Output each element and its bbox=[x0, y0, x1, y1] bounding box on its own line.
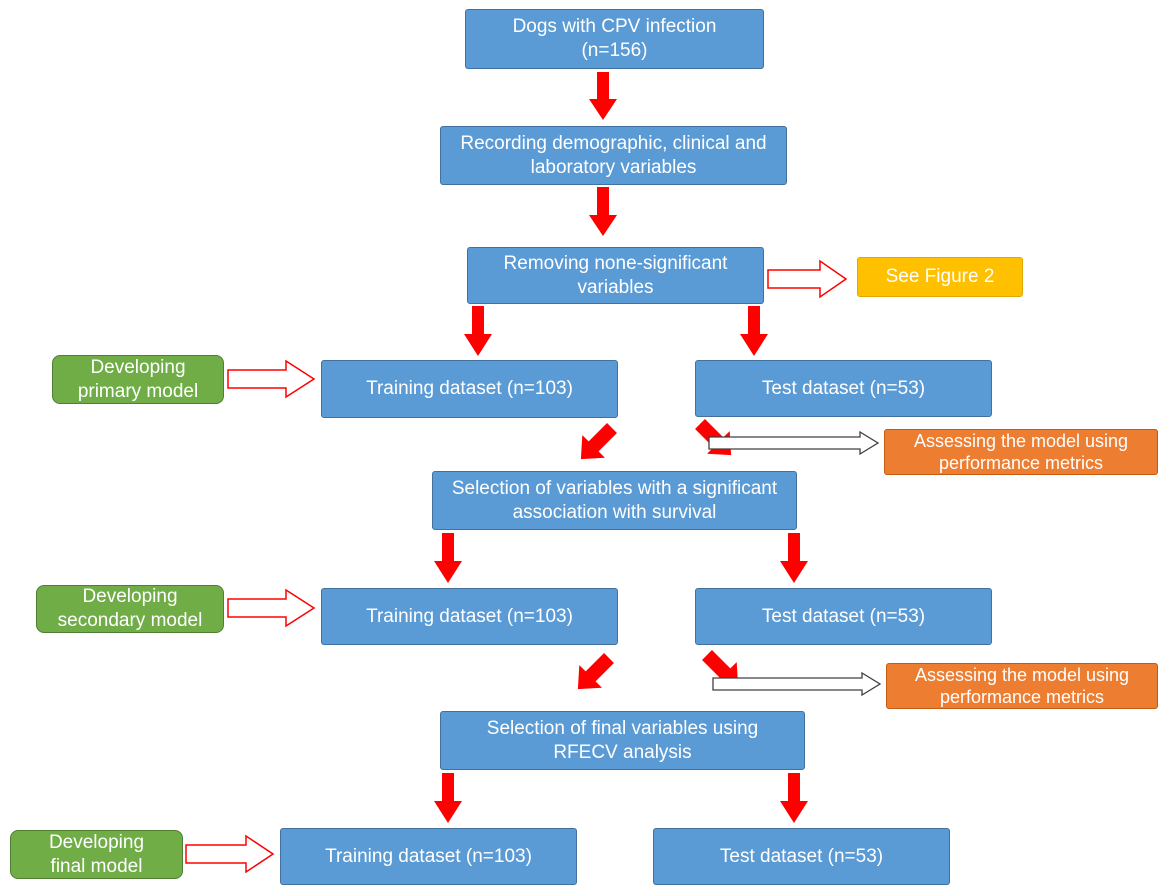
node-dev-final-line1: Developing bbox=[48, 831, 145, 853]
node-developing-secondary-model: Developing secondary model bbox=[36, 585, 224, 633]
node-test-dataset-3: Test dataset (n=53) bbox=[653, 828, 950, 885]
arrow-test1-to-assess1 bbox=[708, 430, 880, 456]
node-train1-label: Training dataset (n=103) bbox=[366, 378, 573, 399]
node-assess2-line1: Assessing the model using bbox=[914, 665, 1130, 685]
arrow-recording-to-removing bbox=[589, 187, 617, 236]
node-assess1-line1: Assessing the model using bbox=[913, 431, 1129, 451]
arrow-train1-to-selection-sig bbox=[580, 423, 617, 460]
node-test1-label: Test dataset (n=53) bbox=[761, 377, 926, 399]
node-selection-final-line1: Selection of final variables using bbox=[486, 717, 759, 739]
node-selection-sig-line2: association with survival bbox=[512, 501, 717, 523]
node-test3-label: Test dataset (n=53) bbox=[719, 845, 884, 867]
node-dev-primary-line1: Developing bbox=[90, 356, 186, 378]
node-dogs-line2: (n=156) bbox=[581, 40, 648, 61]
node-assessing-model-2: Assessing the model using performance me… bbox=[886, 663, 1158, 709]
node-removing-line2: variables bbox=[577, 276, 654, 298]
node-selection-sig-line1: Selection of variables with a significan… bbox=[451, 477, 778, 499]
node-dogs-cpv: Dogs with CPV infection (n=156) bbox=[465, 9, 764, 69]
arrow-removing-to-train1 bbox=[464, 306, 492, 356]
node-test-dataset-2: Test dataset (n=53) bbox=[695, 588, 992, 645]
node-recording-variables: Recording demographic, clinical and labo… bbox=[440, 126, 787, 185]
node-training-dataset-3: Training dataset (n=103) bbox=[280, 828, 577, 885]
arrow-dev-secondary-to-train2 bbox=[227, 588, 316, 628]
arrow-removing-to-test1 bbox=[740, 306, 768, 356]
arrow-dev-primary-to-train1 bbox=[227, 359, 316, 399]
node-assess1-line2: performance metrics bbox=[938, 453, 1104, 473]
node-assess2-line2: performance metrics bbox=[939, 687, 1105, 707]
arrow-dev-final-to-train3 bbox=[185, 834, 275, 874]
node-dev-secondary-line2: secondary model bbox=[57, 610, 203, 631]
arrow-selection-sig-to-train2 bbox=[434, 533, 462, 583]
arrow-dogs-to-recording bbox=[589, 72, 617, 120]
node-train3-label: Training dataset (n=103) bbox=[325, 845, 532, 867]
node-developing-primary-model: Developing primary model bbox=[52, 355, 224, 404]
arrow-test1-to-selection-sig bbox=[695, 419, 732, 456]
arrow-test2-to-assess2 bbox=[712, 671, 882, 697]
node-developing-final-model: Developing final model bbox=[10, 830, 183, 879]
arrow-selection-final-to-train3 bbox=[434, 773, 462, 823]
node-see-figure-2: See Figure 2 bbox=[857, 257, 1023, 297]
node-assessing-model-1: Assessing the model using performance me… bbox=[884, 429, 1158, 475]
node-training-dataset-1: Training dataset (n=103) bbox=[321, 360, 618, 418]
node-see-figure-label: See Figure 2 bbox=[885, 266, 995, 287]
node-dev-primary-line2: primary model bbox=[77, 380, 199, 402]
node-selection-final: Selection of final variables using RFECV… bbox=[440, 711, 805, 770]
arrow-test2-to-selection-final bbox=[702, 650, 739, 687]
node-dogs-line1: Dogs with CPV infection bbox=[512, 16, 717, 37]
node-train2-label: Training dataset (n=103) bbox=[366, 605, 573, 627]
node-recording-line1: Recording demographic, clinical and bbox=[460, 132, 767, 154]
arrow-train2-to-selection-final bbox=[577, 653, 614, 690]
node-selection-final-line2: RFECV analysis bbox=[553, 741, 692, 763]
node-test-dataset-1: Test dataset (n=53) bbox=[695, 360, 992, 417]
node-removing-line1: Removing none-significant bbox=[503, 252, 728, 274]
arrow-selection-sig-to-test2 bbox=[780, 533, 808, 583]
node-removing-variables: Removing none-significant variables bbox=[467, 247, 764, 304]
node-recording-line2: laboratory variables bbox=[530, 156, 697, 178]
arrow-selection-final-to-test3 bbox=[780, 773, 808, 823]
node-selection-significant: Selection of variables with a significan… bbox=[432, 471, 797, 530]
arrow-removing-to-see-figure bbox=[767, 259, 848, 299]
node-training-dataset-2: Training dataset (n=103) bbox=[321, 588, 618, 645]
node-test2-label: Test dataset (n=53) bbox=[761, 605, 926, 627]
node-dev-final-line2: final model bbox=[50, 855, 143, 877]
node-dev-secondary-line1: Developing bbox=[82, 586, 178, 607]
